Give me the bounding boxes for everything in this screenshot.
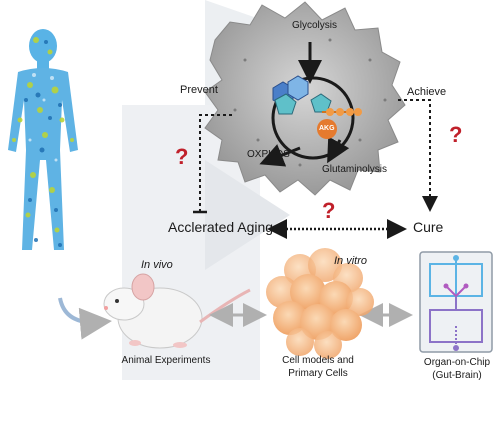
cure-label: Cure	[413, 219, 444, 235]
prevent-label: Prevent	[180, 84, 218, 96]
organ-on-chip-label-line1: Organ-on-Chip	[423, 357, 491, 368]
akg-label: AKG	[319, 125, 335, 132]
prevent-connector	[199, 114, 232, 212]
human-to-mouse-arrow	[58, 297, 112, 340]
animal-experiments-label: Animal Experiments	[121, 355, 211, 366]
in-vitro-label: In vitro	[334, 255, 368, 267]
organ-on-chip-illustration	[419, 251, 493, 353]
organ-on-chip-label-line2: (Gut-Brain)	[432, 370, 482, 381]
oxphos-label: OXPHOS	[247, 149, 290, 160]
cell-cluster-illustration	[266, 248, 374, 359]
cell-models-label-line1: Cell models and	[282, 355, 354, 366]
glutaminolysis-label: Glutaminolysis	[322, 164, 388, 175]
achieve-label: Achieve	[407, 86, 447, 98]
mouse-illustration	[103, 273, 251, 349]
in-vivo-label: In vivo	[141, 259, 173, 271]
cell-illustration	[204, 1, 406, 196]
cell-models-label-line2: Primary Cells	[288, 368, 348, 379]
accelerated-aging-label: Acclerated Aging	[168, 219, 274, 235]
achieve-connector	[398, 99, 438, 212]
question-mark-center: ?	[322, 198, 336, 223]
question-mark-prevent: ?	[175, 144, 189, 169]
human-body-figure	[8, 29, 78, 250]
glycolysis-label: Glycolysis	[292, 20, 338, 31]
question-mark-achieve: ?	[449, 122, 463, 147]
